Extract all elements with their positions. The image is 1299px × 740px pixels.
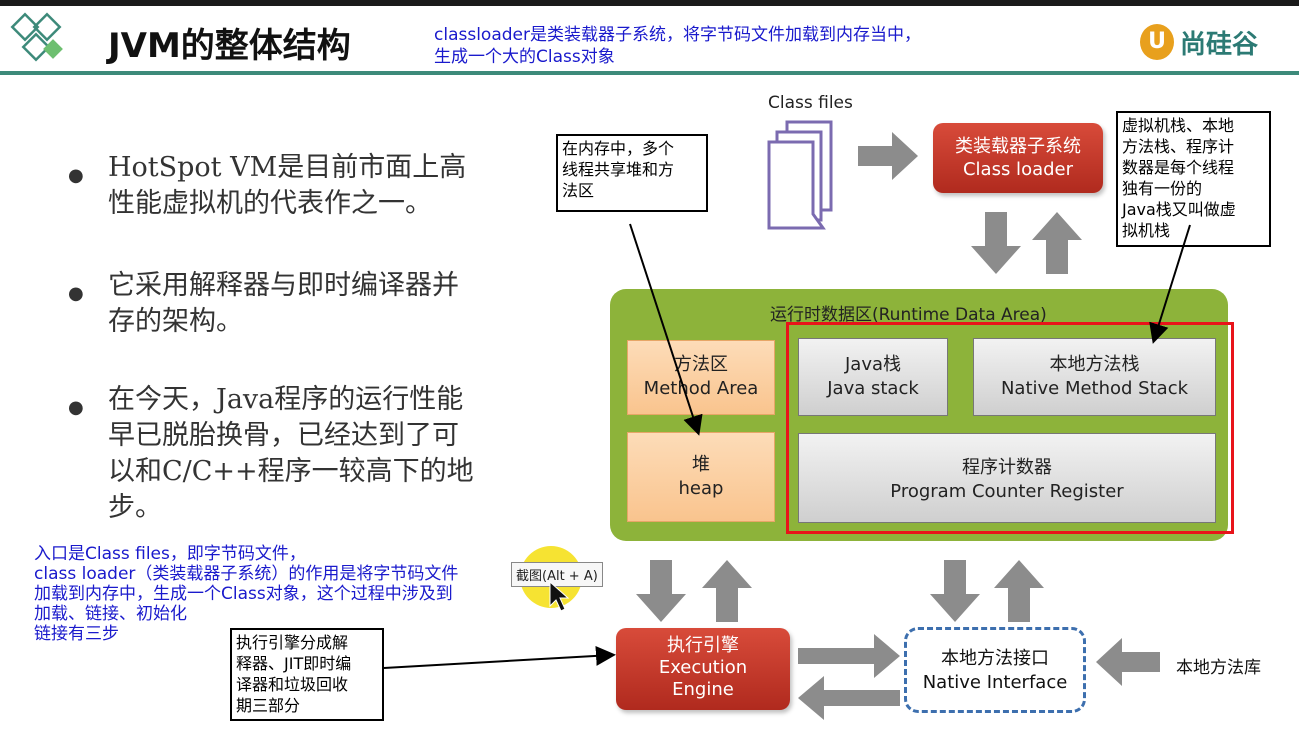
method-area-cn: 方法区 <box>674 354 728 375</box>
bullet-line: HotSpot VM是目前市面上高 <box>108 152 467 183</box>
method-area-en: Method Area <box>643 378 759 399</box>
note-line: 释器、JIT即时编 <box>236 654 352 673</box>
note-line: 译器和垃圾回收 <box>236 675 349 694</box>
note-line: 拟机栈 <box>1122 221 1171 240</box>
classloader-note: classloader是类装载器子系统，将字节码文件加载到内存当中， 生成一个大… <box>434 24 1014 68</box>
program-counter-en: Program Counter Register <box>890 481 1124 502</box>
native-stack-cn: 本地方法栈 <box>1049 354 1140 375</box>
note-line: 在内存中，多个 <box>562 139 675 158</box>
shared-heap-arrow <box>629 223 703 436</box>
slide-header <box>0 6 1299 72</box>
brand-logo: U 尚硅谷 <box>1140 22 1258 62</box>
execution-engine-note: 执行引擎分成解 释器、JIT即时编 译器和垃圾回收 期三部分 <box>230 628 384 721</box>
note-line: 加载到内存中，生成一个Class对象，这个过程中涉及到 <box>34 584 453 604</box>
class-loader-cn: 类装载器子系统 <box>955 136 1081 157</box>
arrow-up-icon <box>994 560 1044 622</box>
arrow-up-icon <box>702 560 752 622</box>
top-bar <box>0 0 1299 6</box>
execution-engine-block: 执行引擎 Execution Engine <box>616 628 790 710</box>
native-library-label: 本地方法库 <box>1176 658 1261 678</box>
note-line: 虚拟机栈、本地 <box>1122 116 1235 135</box>
arrow-right-icon <box>858 132 918 180</box>
note-line: class loader（类装载器子系统）的作用是将字节码文件 <box>34 564 459 584</box>
exec-cn: 执行引擎 <box>667 635 739 656</box>
brand-name: 尚硅谷 <box>1180 29 1259 60</box>
arrow-left-icon <box>798 676 900 720</box>
native-method-stack-block: 本地方法栈 Native Method Stack <box>973 338 1216 416</box>
thread-private-arrow <box>1149 224 1191 344</box>
native-iface-en: Native Interface <box>922 672 1068 693</box>
note-line: 独有一份的 <box>1122 179 1203 198</box>
java-stack-block: Java栈 Java stack <box>798 338 948 416</box>
heap-en: heap <box>678 478 724 499</box>
heap-block: 堆 heap <box>627 432 775 522</box>
bullet-dot-icon: ● <box>68 283 84 304</box>
thread-private-note: 虚拟机栈、本地 方法栈、程序计 数器是每个线程 独有一份的 Java栈又叫做虚 … <box>1116 111 1271 247</box>
bullet-dot-icon: ● <box>68 165 84 186</box>
class-files-note: 入口是Class files，即字节码文件， class loader（类装载器… <box>34 544 554 644</box>
runtime-data-area-title: 运行时数据区(Runtime Data Area) <box>770 305 1047 325</box>
arrow-up-icon <box>1032 212 1082 274</box>
header-divider <box>0 71 1299 75</box>
bullet-dot-icon: ● <box>68 397 84 418</box>
bullet-line: 早已脱胎换骨，已经达到了可 <box>108 420 459 451</box>
native-iface-cn: 本地方法接口 <box>941 648 1049 669</box>
class-files-icon <box>767 120 833 230</box>
mouse-pointer-icon <box>549 580 570 612</box>
class-loader-block: 类装载器子系统 Class loader <box>933 123 1103 193</box>
program-counter-block: 程序计数器 Program Counter Register <box>798 433 1216 523</box>
slide-title: JVM的整体结构 <box>108 26 351 66</box>
bullet-line: 步。 <box>108 492 162 523</box>
exec-note-arrow <box>383 645 616 669</box>
thread-private-highlight <box>786 322 1234 534</box>
classloader-note-line: classloader是类装载器子系统，将字节码文件加载到内存当中， <box>434 25 921 45</box>
native-interface-block: 本地方法接口 Native Interface <box>904 627 1086 713</box>
arrow-left-icon <box>1096 638 1160 686</box>
heap-cn: 堆 <box>692 454 710 475</box>
exec-en: Engine <box>672 679 734 700</box>
bullet-line: 它采用解释器与即时编译器并 <box>108 270 459 301</box>
note-line: 数器是每个线程 <box>1122 158 1235 177</box>
bullet-line: 性能虚拟机的代表作之一。 <box>108 188 432 219</box>
method-area-block: 方法区 Method Area <box>627 340 775 415</box>
arrow-right-icon <box>798 634 900 678</box>
arrow-down-icon <box>930 560 980 622</box>
bullet-line: 在今天，Java程序的运行性能 <box>108 384 464 415</box>
note-line: 期三部分 <box>236 696 301 715</box>
bullet-item: ● HotSpot VM是目前市面上高 性能虚拟机的代表作之一。 <box>68 150 550 222</box>
program-counter-cn: 程序计数器 <box>962 457 1052 478</box>
diamond-logo-icon <box>10 12 63 62</box>
bullet-item: ● 在今天，Java程序的运行性能 早已脱胎换骨，已经达到了可 以和C/C++程… <box>68 382 550 526</box>
shared-heap-note: 在内存中，多个 线程共享堆和方 法区 <box>556 134 708 212</box>
note-line: 法区 <box>562 181 595 200</box>
note-line: 链接有三步 <box>34 624 119 644</box>
classloader-note-line: 生成一个大的Class对象 <box>434 47 615 67</box>
note-line: 执行引擎分成解 <box>236 633 349 652</box>
java-stack-en: Java stack <box>827 378 919 399</box>
native-stack-en: Native Method Stack <box>1000 378 1189 399</box>
screenshot-tooltip: 截图(Alt + A) <box>511 562 603 587</box>
class-files-label: Class files <box>768 93 853 113</box>
exec-en: Execution <box>658 657 748 678</box>
note-line: 线程共享堆和方 <box>562 160 675 179</box>
arrow-down-icon <box>636 560 686 622</box>
arrow-down-icon <box>971 212 1021 274</box>
brand-icon: U <box>1140 24 1174 60</box>
note-line: 入口是Class files，即字节码文件， <box>34 544 306 564</box>
java-stack-cn: Java栈 <box>844 354 902 375</box>
class-loader-en: Class loader <box>962 159 1074 180</box>
note-line: 方法栈、程序计 <box>1122 137 1235 156</box>
bullet-item: ● 它采用解释器与即时编译器并 存的架构。 <box>68 268 550 340</box>
bullet-line: 存的架构。 <box>108 306 243 337</box>
note-line: Java栈又叫做虚 <box>1122 200 1236 219</box>
bullet-line: 以和C/C++程序一较高下的地 <box>108 456 474 487</box>
note-line: 加载、链接、初始化 <box>34 604 187 624</box>
